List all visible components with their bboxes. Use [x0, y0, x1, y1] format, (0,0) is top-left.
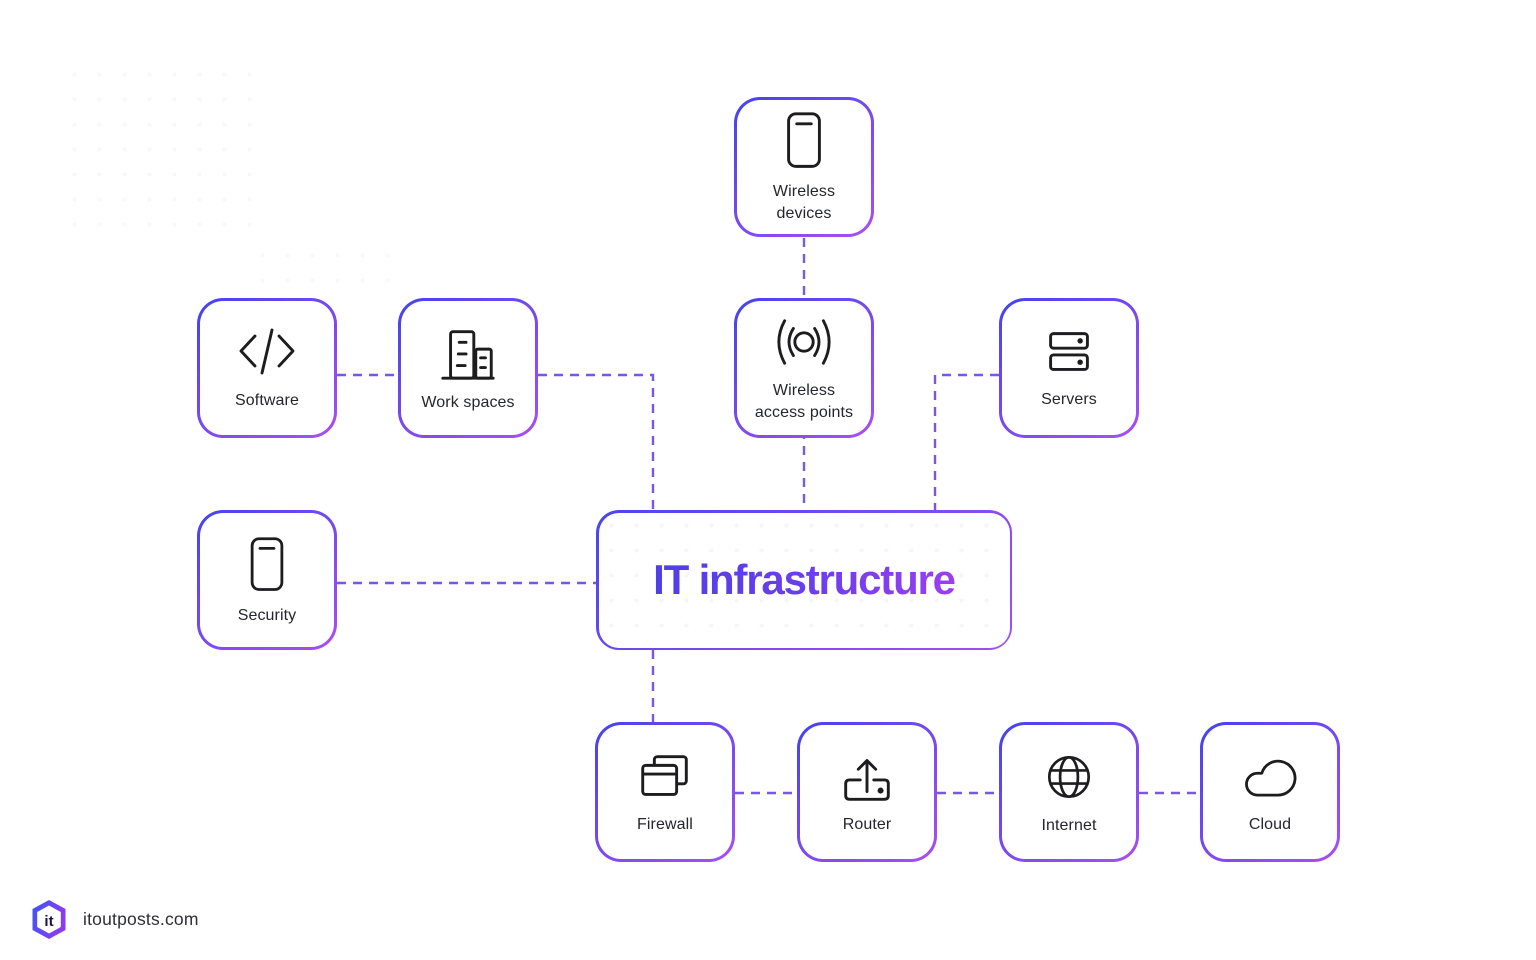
node-label: Firewall	[637, 815, 693, 833]
node-label: Work spaces	[421, 393, 515, 411]
node-label: Wireless access points	[754, 382, 854, 421]
node-software: Software	[197, 298, 337, 438]
smartphone-icon	[787, 112, 821, 169]
node-body: Router	[800, 725, 934, 859]
node-it-infrastructure: IT infrastructure	[596, 510, 1012, 650]
node-label: Internet	[1041, 816, 1097, 834]
node-wireless-devices: Wireless devices	[734, 97, 874, 237]
footer-website: itoutposts.com	[83, 909, 199, 929]
node-label: Cloud	[1248, 815, 1292, 833]
code-icon	[239, 328, 295, 375]
windows-overlap-icon	[641, 755, 688, 796]
node-work-spaces: Work spaces	[398, 298, 538, 438]
node-body: IT infrastructure	[598, 512, 1010, 648]
node-body: Wireless devices	[737, 100, 871, 234]
node-body: Servers	[1002, 301, 1136, 435]
connector-servers-it	[933, 373, 999, 510]
node-body: Software	[200, 301, 334, 435]
mobile-device-icon	[250, 537, 284, 591]
node-internet: Internet	[999, 722, 1139, 862]
logo-text: it	[44, 913, 53, 930]
node-label: Wireless devices	[772, 183, 836, 222]
node-body: Security	[200, 513, 334, 647]
upload-box-icon	[844, 759, 890, 801]
node-body: Firewall	[598, 725, 732, 859]
footer-brand: it itoutposts.com	[30, 899, 199, 940]
node-label: Security	[237, 606, 297, 624]
node-label: Servers	[1041, 390, 1097, 408]
connector-workspaces-it	[538, 373, 655, 510]
node-label: Router	[842, 815, 892, 833]
cloud-icon	[1245, 759, 1297, 797]
node-security: Security	[197, 510, 337, 650]
node-servers: Servers	[999, 298, 1139, 438]
node-body: Wireless access points	[737, 301, 871, 435]
node-firewall: Firewall	[595, 722, 735, 862]
buildings-icon	[441, 330, 495, 380]
node-router: Router	[797, 722, 937, 862]
node-cloud: Cloud	[1200, 722, 1340, 862]
globe-icon	[1047, 755, 1091, 798]
node-wireless-access-points: Wireless access points	[734, 298, 874, 438]
diagram-title: IT infrastructure	[653, 556, 956, 603]
node-body: Work spaces	[401, 301, 535, 435]
wireless-signal-icon	[777, 319, 831, 366]
node-label: Software	[235, 391, 299, 409]
itoutposts-logo: it	[32, 900, 66, 939]
node-body: Internet	[1002, 725, 1136, 859]
server-stack-icon	[1049, 332, 1089, 371]
node-body: Cloud	[1203, 725, 1337, 859]
